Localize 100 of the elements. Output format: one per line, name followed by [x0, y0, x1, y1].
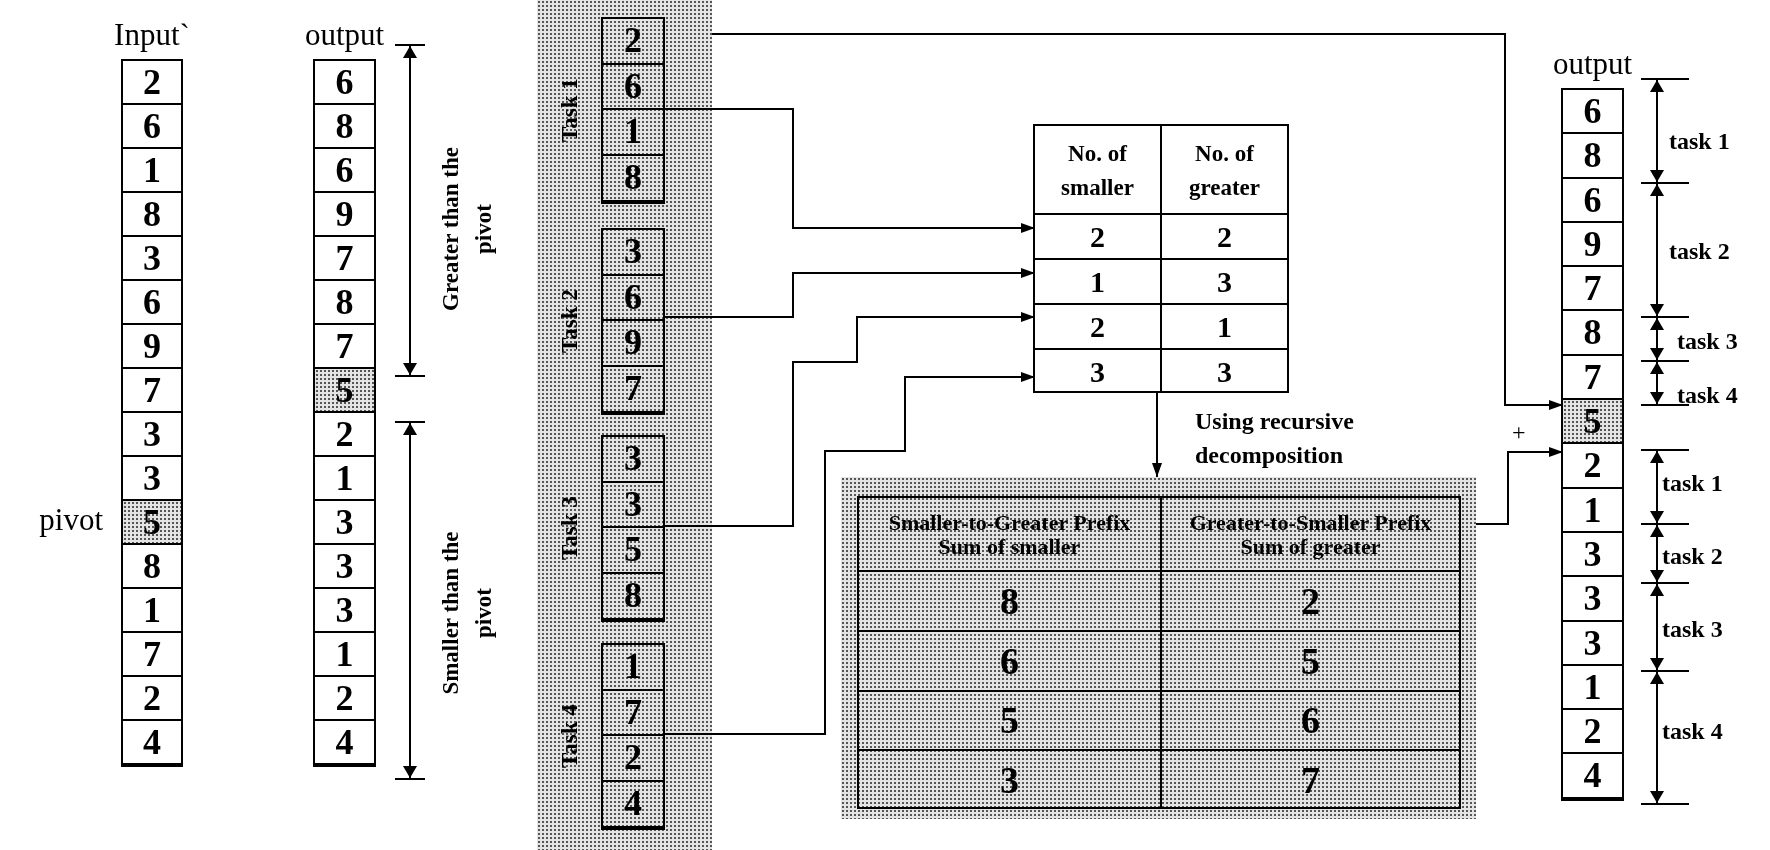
array-cell: 1 — [315, 633, 374, 677]
array-cell: 9 — [1563, 222, 1622, 268]
column-heading: output — [1551, 46, 1634, 83]
task-label: task 4 — [1662, 717, 1723, 746]
array-cell: 9 — [315, 193, 374, 237]
array-cell: 6 — [123, 281, 181, 325]
array-cell: 1 — [1563, 488, 1622, 533]
connector-arrow — [664, 268, 1036, 318]
table-cell: 2 — [1035, 305, 1162, 348]
array-cell: 3 — [603, 230, 663, 276]
array-cell: 8 — [1563, 134, 1622, 179]
array-cell: 2 — [603, 736, 663, 783]
array-cell: 2 — [1563, 444, 1622, 489]
array-cell: 7 — [315, 237, 374, 281]
array-cell: 8 — [315, 281, 374, 325]
array-cell: 3 — [123, 237, 181, 281]
connector-arrow — [711, 33, 1564, 410]
column-header: Greater-to-Smaller Prefix Sum of greater — [1188, 509, 1433, 561]
array-cell: 6 — [1563, 178, 1622, 223]
array-cell: 9 — [603, 321, 663, 368]
array-cell: 2 — [123, 677, 181, 721]
array-cell: 3 — [315, 501, 374, 545]
array-cell: 1 — [603, 645, 663, 691]
table-row — [1035, 348, 1287, 393]
shaded-panel — [537, 0, 712, 850]
column-header: Smaller-to-Greater Prefix Sum of smaller — [859, 498, 1162, 572]
array-cell: 8 — [603, 156, 663, 202]
table-cell: 1 — [1035, 260, 1162, 303]
pivot-label: pivot — [38, 502, 103, 539]
connector-arrow — [664, 372, 1036, 735]
task-label: task 1 — [1662, 469, 1723, 498]
array-cell: 4 — [123, 721, 181, 765]
table-cell-text: 2 — [1300, 578, 1321, 624]
bracket-label: Smaller than the pivot — [437, 530, 497, 697]
array-cell: 6 — [123, 105, 181, 149]
task-label: task 3 — [1677, 327, 1738, 356]
table-cell-text: 3 — [1216, 353, 1233, 390]
array-cell: 1 — [123, 149, 181, 193]
array-cell: 3 — [123, 413, 181, 457]
column-header: No. of greater — [1187, 139, 1262, 202]
array-cell: 2 — [1563, 710, 1622, 755]
task-label: Task 4 — [557, 703, 583, 771]
count-table — [1033, 124, 1289, 393]
task-label: task 1 — [1669, 127, 1730, 156]
table-row — [1035, 303, 1287, 348]
array-cell: 1 — [123, 589, 181, 633]
array-cell: 8 — [1563, 311, 1622, 356]
array-cell: 7 — [123, 633, 181, 677]
table-cell: 5 — [859, 691, 1162, 750]
array-cell: 4 — [1563, 754, 1622, 799]
connector-arrow — [1475, 447, 1564, 525]
array-cell: 3 — [1563, 577, 1622, 622]
edge-label: + — [1512, 420, 1526, 444]
table-row — [859, 749, 1459, 809]
task-label: task 2 — [1669, 237, 1730, 266]
table-row — [1035, 258, 1287, 303]
array-cell: 6 — [315, 61, 374, 105]
array-cell: 3 — [1563, 532, 1622, 578]
array-cell: 8 — [123, 193, 181, 237]
task-label: Task 1 — [557, 77, 583, 145]
array-cell: 9 — [123, 325, 181, 369]
array-cell: 5 — [315, 369, 374, 413]
array-cell: 3 — [603, 482, 663, 529]
array-cell: 6 — [1563, 90, 1622, 135]
task-label: Task 3 — [557, 495, 583, 563]
array-cell: 3 — [315, 545, 374, 589]
table-cell: 3 — [859, 751, 1162, 809]
array-cell: 1 — [603, 110, 663, 157]
array-cell: 7 — [603, 367, 663, 413]
table-cell-text: 5 — [1300, 638, 1321, 684]
array-cell: 8 — [315, 105, 374, 149]
array-cell: 2 — [315, 413, 374, 457]
connector-arrow — [1152, 392, 1162, 478]
table-cell-text: 3 — [1216, 263, 1233, 300]
task-label: Task 2 — [557, 288, 583, 356]
array-cell: 2 — [603, 19, 663, 65]
bracket-label: Greater than the pivot — [437, 146, 497, 313]
table-row — [859, 570, 1459, 630]
array-cell: 7 — [1563, 267, 1622, 312]
array-cell: 5 — [603, 528, 663, 575]
table-cell-text: 1 — [1216, 308, 1233, 345]
array-cell: 7 — [123, 369, 181, 413]
array-cell: 4 — [315, 721, 374, 765]
array-cell: 6 — [315, 149, 374, 193]
array-cell: 5 — [123, 501, 181, 545]
array-cell: 8 — [603, 574, 663, 620]
array-cell: 5 — [1563, 400, 1622, 445]
array-cell: 2 — [123, 61, 181, 105]
table-row — [859, 689, 1459, 750]
array-cell: 3 — [1563, 621, 1622, 666]
task-label: task 4 — [1677, 381, 1738, 410]
array-cell: 4 — [603, 782, 663, 828]
table-cell: 3 — [1035, 350, 1162, 393]
table-row — [1035, 213, 1287, 258]
array-cell: 1 — [1563, 665, 1622, 711]
table-row — [859, 629, 1459, 690]
table-cell: 6 — [859, 631, 1162, 690]
table-cell-text: 6 — [1300, 698, 1321, 744]
table-cell-text: 7 — [1300, 758, 1321, 804]
task-label: task 2 — [1662, 542, 1723, 571]
